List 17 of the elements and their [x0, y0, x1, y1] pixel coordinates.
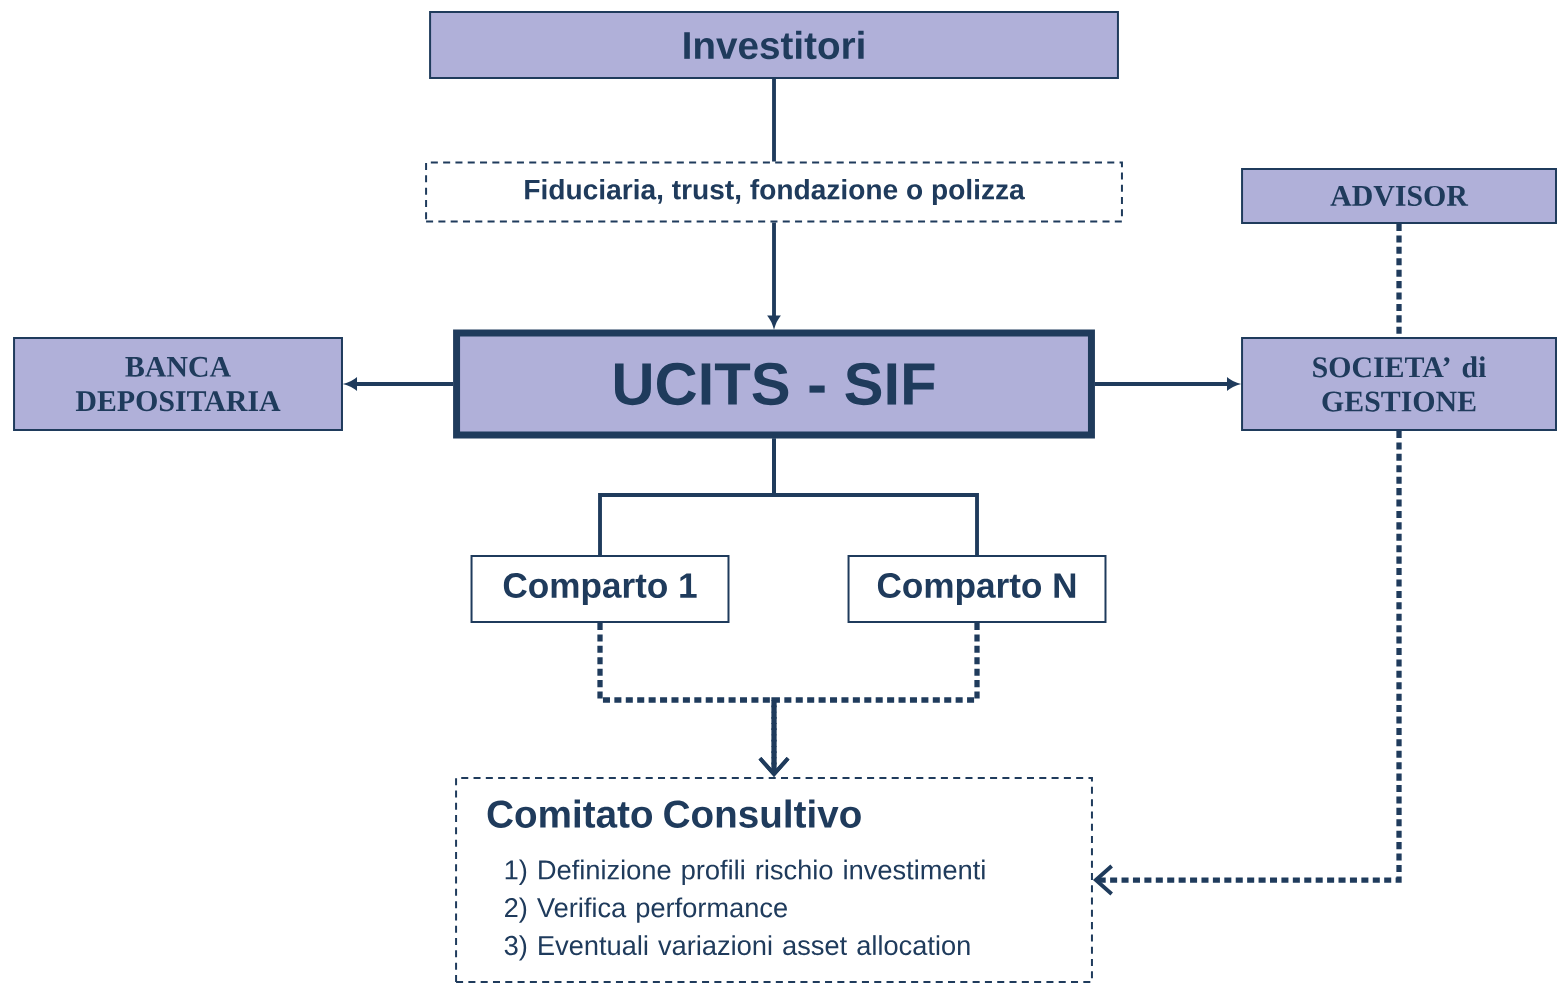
dashed-box: Fiduciaria, trust, fondazione o polizza [425, 161, 1123, 223]
entity-box: ADVISOR [1241, 168, 1557, 224]
entity-box: BANCA DEPOSITARIA [13, 337, 343, 431]
connector-line [772, 438, 979, 555]
connector-line [1396, 224, 1402, 337]
committee-box: Comitato Consultivo 1) Definizione profili rischio investimenti 2) Verifica performance 3) Eventuali variazioni asset allocation [455, 777, 1093, 983]
connector-line [772, 79, 776, 162]
arrow [768, 222, 780, 327]
entity-box: SOCIETA’ di GESTIONE [1241, 337, 1557, 431]
arrow [346, 378, 454, 390]
title-box: Investitori [429, 11, 1119, 79]
compartment-box: Comparto 1 [470, 555, 730, 623]
arrow [758, 623, 980, 778]
compartment-box: Comparto N [847, 555, 1107, 623]
arrow [1092, 431, 1402, 896]
arrow [1094, 378, 1238, 390]
fund-box: UCITS - SIF [453, 329, 1095, 439]
